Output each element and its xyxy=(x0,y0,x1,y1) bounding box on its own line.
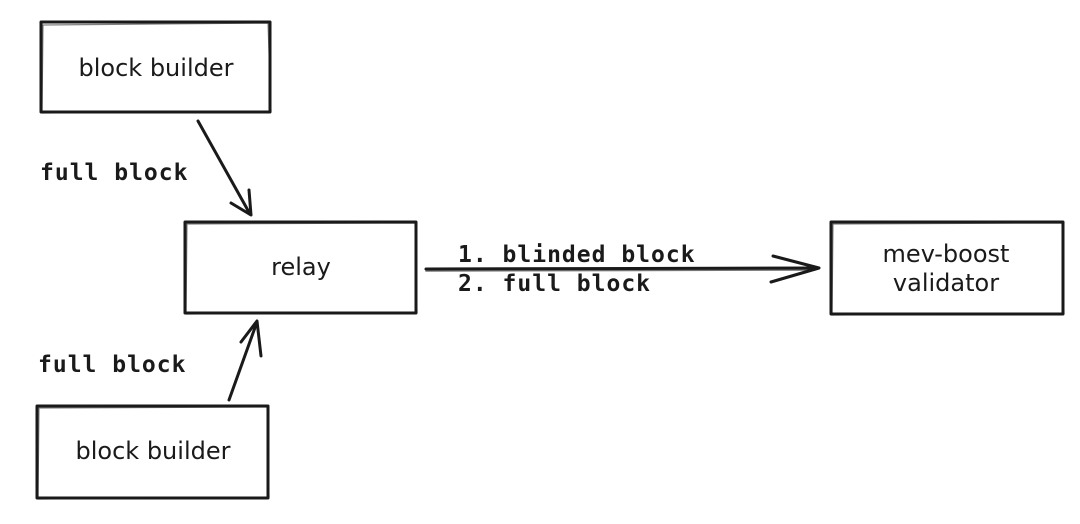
node-validator-label-line1: mev-boost xyxy=(883,240,1010,268)
edge-builder-top-to-relay: full block xyxy=(40,119,253,217)
arrowhead xyxy=(239,319,263,358)
edge-relay-label-line2: 2. full block xyxy=(458,271,651,297)
arrow-line xyxy=(424,266,820,271)
arrowhead xyxy=(769,254,821,284)
arrowhead xyxy=(229,188,253,217)
node-mev-boost-validator: mev-boost validator xyxy=(829,220,1065,316)
node-block-builder-top-label: block builder xyxy=(79,54,234,82)
node-validator-label-line2: validator xyxy=(893,269,999,297)
node-block-builder-bottom-label: block builder xyxy=(76,437,231,465)
arrow-line xyxy=(196,119,252,216)
node-block-builder-top: block builder xyxy=(39,20,272,114)
node-relay: relay xyxy=(183,220,418,315)
edge-builder-bottom-label: full block xyxy=(38,352,186,378)
edge-relay-to-validator: 1. blinded block 2. full block xyxy=(424,242,821,297)
edge-builder-bottom-to-relay: full block xyxy=(38,319,263,402)
arrow-line xyxy=(227,320,259,402)
node-block-builder-bottom: block builder xyxy=(35,404,270,500)
arrow-line-sketch xyxy=(425,269,816,272)
edge-builder-top-label: full block xyxy=(40,160,188,186)
node-relay-label: relay xyxy=(271,253,331,281)
edge-relay-label-line1: 1. blinded block xyxy=(458,242,696,268)
